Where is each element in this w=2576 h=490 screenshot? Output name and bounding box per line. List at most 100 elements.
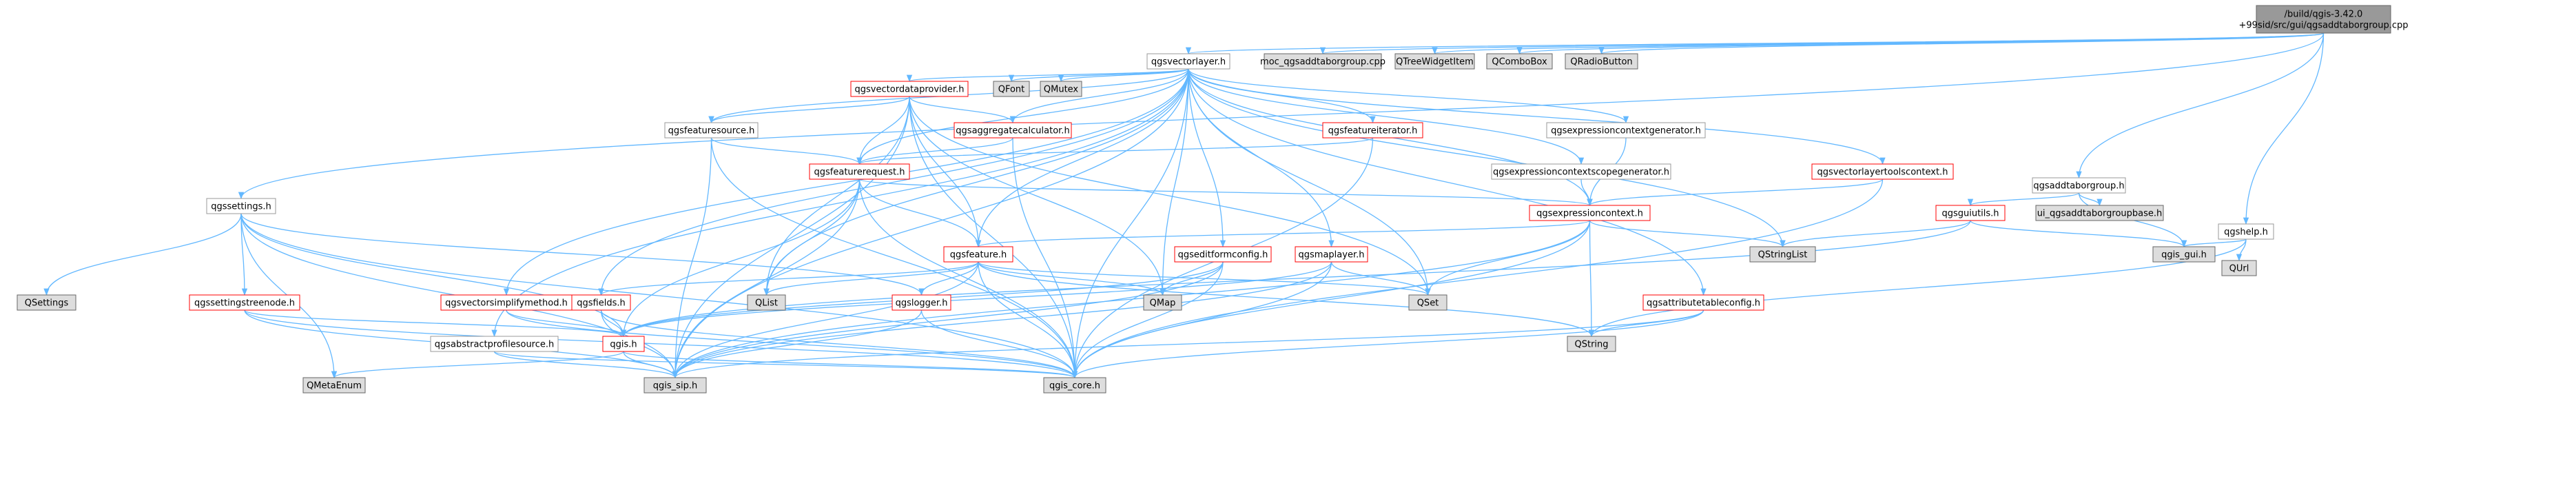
edge-qgsvectorlayer-to-qgsexpressioncontextgenerator	[1188, 68, 1629, 124]
node-qgsfeatureiterator[interactable]: qgsfeatureiterator.h	[1322, 122, 1423, 139]
node-box-qgsaddtaborgroup	[2032, 177, 2126, 194]
edge-qgsvectorsimplifymethod-to-qgis_core	[506, 309, 1078, 379]
edge-qgsvectordataprovider-to-qgis_core	[909, 96, 1078, 379]
node-label-qgis: qgis.h	[610, 340, 637, 350]
node-box-qgis_gui	[2152, 246, 2216, 263]
edge-qgslogger-to-qgis_core	[920, 309, 1078, 379]
node-qgsexpressioncontextscopegenerator[interactable]: qgsexpressioncontextscopegenerator.h	[1491, 163, 1671, 180]
node-label-qgsaggregatecalculator: qgsaggregatecalculator.h	[956, 126, 1069, 136]
node-box-qgsfeatureiterator	[1322, 122, 1423, 139]
node-qgssettings[interactable]: qgssettings.h	[206, 198, 276, 214]
node-qgshelp[interactable]: qgshelp.h	[2218, 223, 2274, 240]
node-qgsvectorsimplifymethod[interactable]: qgsvectorsimplifymethod.h	[440, 294, 573, 311]
edge-qgssettings-to-qgis_core	[240, 213, 1078, 379]
node-qgsguiutils[interactable]: qgsguiutils.h	[1935, 205, 2006, 221]
edge-qgsfeature-to-qgsfields	[598, 261, 979, 296]
node-qgis_gui[interactable]: qgis_gui.h	[2152, 246, 2216, 263]
edge-qgsmaplayer-to-qgis	[621, 261, 1332, 338]
node-qgsexpressioncontextgenerator[interactable]: qgsexpressioncontextgenerator.h	[1546, 122, 1706, 139]
node-qradiobutton[interactable]: QRadioButton	[1565, 53, 1638, 70]
node-moc[interactable]: moc_qgsaddtaborgroup.cpp	[1260, 53, 1385, 70]
node-qmutex[interactable]: QMutex	[1040, 81, 1082, 97]
edge-qgsguiutils-to-qgis	[621, 220, 1971, 338]
node-qgsaggregatecalculator[interactable]: qgsaggregatecalculator.h	[954, 122, 1072, 139]
edge-qgsfeaturerequest-to-qgsexpressioncontext	[858, 178, 1593, 207]
node-root[interactable]: /build/qgis-3.42.0+99sid/src/gui/qgsaddt…	[2239, 5, 2409, 34]
edge-qgsguiutils-to-qstringlist	[1780, 220, 1971, 248]
node-box-root	[2256, 5, 2391, 34]
edge-qgsfields-to-qgis_core	[600, 309, 1078, 379]
node-box-qgsmaplayer	[1295, 246, 1368, 263]
node-qcombobox[interactable]: QComboBox	[1486, 53, 1553, 70]
node-qfont[interactable]: QFont	[993, 81, 1030, 97]
node-label-qgsvectorlayertoolscontext: qgsvectorlayertoolscontext.h	[1817, 167, 1948, 178]
node-qurl[interactable]: QUrl	[2221, 260, 2257, 276]
edge-qgsvectordataprovider-to-qgsaggregatecalculator	[909, 96, 1016, 124]
node-label-qgshelp: qgshelp.h	[2224, 227, 2268, 238]
edge-qgsvectorlayer-to-qgsfeature	[975, 68, 1189, 248]
node-qgis[interactable]: qgis.h	[602, 336, 645, 352]
node-qstring[interactable]: QString	[1567, 336, 1616, 352]
node-qgsmaplayer[interactable]: qgsmaplayer.h	[1295, 246, 1368, 263]
edge-qgshelp-to-qgis_gui	[2181, 238, 2247, 248]
node-box-qgsfeaturerequest	[809, 163, 910, 180]
node-label-qgis_gui: qgis_gui.h	[2161, 250, 2207, 261]
node-label-qgis_sip: qgis_sip.h	[653, 381, 697, 391]
edge-qgsmaplayer-to-qgis_core	[1071, 261, 1332, 379]
node-box-qgssettings	[206, 198, 276, 214]
node-qgssettingstreenode[interactable]: qgssettingstreenode.h	[189, 294, 300, 311]
node-box-qgsabstractprofilesource	[430, 336, 559, 352]
node-qtreewidgetitem[interactable]: QTreeWidgetItem	[1394, 53, 1475, 70]
node-qgsabstractprofilesource[interactable]: qgsabstractprofilesource.h	[430, 336, 559, 352]
node-qmap[interactable]: QMap	[1143, 294, 1182, 311]
node-qgis_core[interactable]: qgis_core.h	[1043, 377, 1106, 394]
edge-qgsexpressioncontext-to-qstring	[1588, 220, 1595, 338]
node-qsettings[interactable]: QSettings	[17, 294, 76, 311]
edge-qgsvectorlayer-to-qmap	[1160, 68, 1189, 296]
edge-qgsfeature-to-qgis_sip	[672, 261, 979, 379]
edge-qgsvectorlayer-to-qgseditformconfig	[1188, 68, 1226, 248]
edge-qgsvectorlayer-to-qgsabstractprofilesource	[491, 68, 1189, 338]
edge-root-to-qradiobutton	[1599, 32, 2325, 55]
edge-qgsfeaturerequest-to-qgis_sip	[672, 178, 861, 379]
node-qgsfeature[interactable]: qgsfeature.h	[943, 246, 1013, 263]
edge-qgsvectordataprovider-to-qmap	[909, 96, 1166, 296]
node-label-qstringlist: QStringList	[1758, 250, 1808, 261]
node-qgis_sip[interactable]: qgis_sip.h	[643, 377, 707, 394]
edge-qgsfeaturesource-to-qgis_core	[710, 137, 1078, 379]
node-label-qsettings: QSettings	[25, 298, 69, 309]
edge-qgsvectordataprovider-to-qgsfeature	[909, 96, 982, 248]
node-label-qmetaenum: QMetaEnum	[307, 381, 362, 391]
node-box-qgsaggregatecalculator	[954, 122, 1072, 139]
node-label-qgsaddtaborgroup: qgsaddtaborgroup.h	[2033, 181, 2124, 192]
edge-qgsvectorlayer-to-qgis_sip	[672, 68, 1189, 379]
node-box-qtreewidgetitem	[1394, 53, 1475, 70]
edge-qgsfeaturerequest-to-qgis_core	[858, 178, 1078, 379]
edge-qgsfeatureiterator-to-qgsfeaturerequest	[856, 137, 1374, 165]
node-qgsvectorlayer[interactable]: qgsvectorlayer.h	[1146, 53, 1230, 70]
node-label-qgsexpressioncontextscopegenerator: qgsexpressioncontextscopegenerator.h	[1493, 167, 1669, 178]
node-qgseditformconfig[interactable]: qgseditformconfig.h	[1174, 246, 1272, 263]
node-qmetaenum[interactable]: QMetaEnum	[302, 377, 366, 394]
node-qgsvectorlayertoolscontext[interactable]: qgsvectorlayertoolscontext.h	[1811, 163, 1954, 180]
node-label-qmap: QMap	[1150, 298, 1176, 309]
node-ui_qgsaddtaborgroupbase[interactable]: ui_qgsaddtaborgroupbase.h	[2035, 205, 2164, 221]
node-box-qgsguiutils	[1935, 205, 2006, 221]
node-qgsfeaturerequest[interactable]: qgsfeaturerequest.h	[809, 163, 910, 180]
node-label-qgsabstractprofilesource: qgsabstractprofilesource.h	[435, 340, 555, 350]
edges-layer	[43, 32, 2325, 379]
node-box-qgslogger	[892, 294, 951, 311]
node-qset[interactable]: QSet	[1408, 294, 1447, 311]
node-qgsfields[interactable]: qgsfields.h	[571, 294, 631, 311]
node-qgsvectordataprovider[interactable]: qgsvectordataprovider.h	[850, 81, 969, 97]
node-qlist[interactable]: QList	[747, 294, 786, 311]
node-box-qset	[1408, 294, 1447, 311]
node-qgsattributetableconfig[interactable]: qgsattributetableconfig.h	[1642, 294, 1764, 311]
node-qgsaddtaborgroup[interactable]: qgsaddtaborgroup.h	[2032, 177, 2126, 194]
node-qgsexpressioncontext[interactable]: qgsexpressioncontext.h	[1529, 205, 1651, 221]
node-qstringlist[interactable]: QStringList	[1749, 246, 1816, 263]
node-qgsfeaturesource[interactable]: qgsfeaturesource.h	[664, 122, 759, 139]
edge-qgsvectorlayer-to-qmutex	[1058, 68, 1189, 83]
node-qgslogger[interactable]: qgslogger.h	[892, 294, 951, 311]
